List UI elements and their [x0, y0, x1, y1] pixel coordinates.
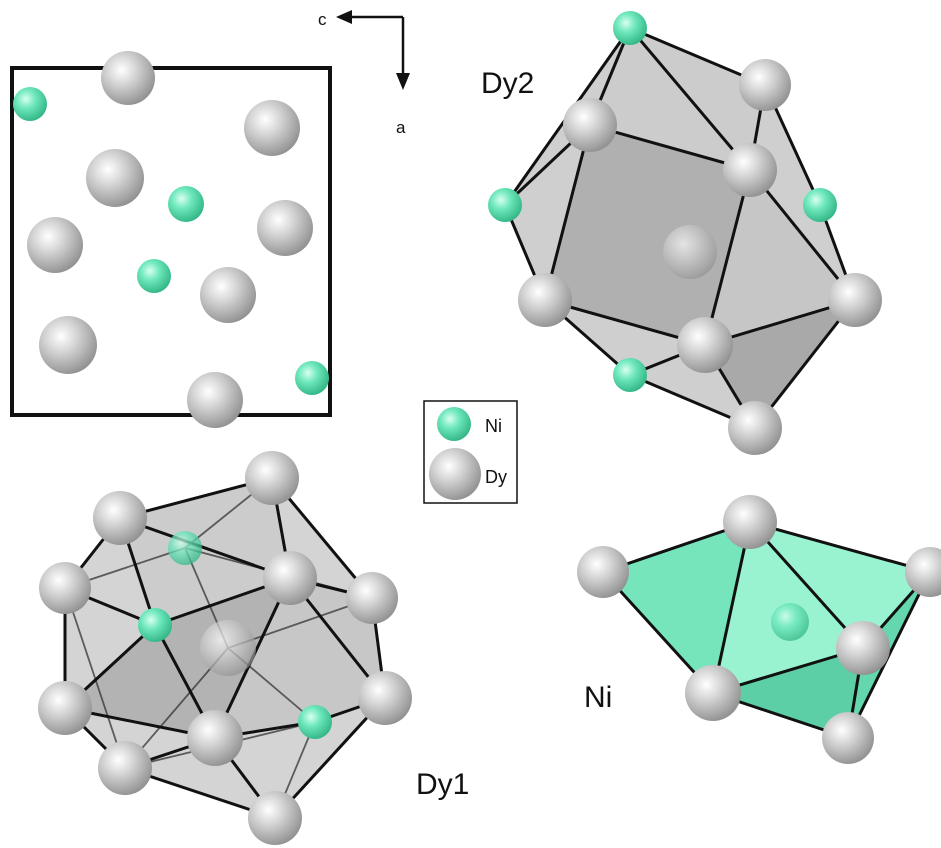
- unit-cell-frame: [10, 66, 332, 417]
- ni-atom: [168, 186, 204, 222]
- dy-atom: [905, 547, 941, 597]
- dy-atom: [39, 316, 97, 374]
- dy-atom: [563, 98, 617, 152]
- ni-face: [713, 648, 863, 738]
- dy-atom: [822, 712, 874, 764]
- dy-atom: [828, 273, 882, 327]
- dy-atom: [98, 741, 152, 795]
- ni-label: Ni: [584, 681, 612, 714]
- ni-atom: [613, 11, 647, 45]
- legend-dy-swatch: [429, 448, 481, 500]
- dy-atom: [93, 491, 147, 545]
- dy-atom: [685, 665, 741, 721]
- dy1-polyhedron: Dy1: [38, 451, 469, 845]
- dy-atom: [739, 59, 791, 111]
- ni-atom: [138, 608, 172, 642]
- dy-atom: [187, 710, 243, 766]
- dy1-face: [215, 578, 385, 738]
- axis-a-label: a: [396, 118, 406, 137]
- unit-cell-atoms: [13, 51, 329, 428]
- dy-atom: [39, 562, 91, 614]
- dy-atom: [245, 451, 299, 505]
- dy-atom: [358, 671, 412, 725]
- dy-atom: [248, 791, 302, 845]
- axis-c-label: c: [318, 10, 327, 29]
- dy-atom: [101, 51, 155, 105]
- ni-center-atom: [771, 603, 809, 641]
- axis-c-arrowhead: [336, 10, 352, 24]
- ni-atom: [137, 259, 171, 293]
- dy-atom: [723, 143, 777, 197]
- dy2-face: [705, 170, 855, 345]
- dy-atom: [244, 100, 300, 156]
- dy2-face: [705, 300, 855, 428]
- dy-atom: [836, 621, 890, 675]
- axis-a-arrowhead: [396, 73, 410, 90]
- dy-atom: [187, 372, 243, 428]
- dy-atom: [86, 149, 144, 207]
- ni-atom: [488, 188, 522, 222]
- dy1-face: [120, 478, 290, 625]
- dy2-center-atom: [663, 225, 717, 279]
- dy-atom: [518, 273, 572, 327]
- legend-ni-label: Ni: [485, 416, 502, 436]
- dy-atom: [346, 572, 398, 624]
- dy1-center-atom: [200, 620, 256, 676]
- dy-atom: [263, 551, 317, 605]
- legend-ni-swatch: [437, 407, 471, 441]
- dy2-face: [545, 125, 750, 345]
- ni-atom: [295, 361, 329, 395]
- dy2-polyhedron: Dy2: [481, 11, 882, 455]
- dy-atom: [200, 267, 256, 323]
- dy2-label: Dy2: [481, 67, 534, 100]
- ni-atom: [298, 705, 332, 739]
- legend: Ni Dy: [423, 400, 518, 504]
- ni-atom: [803, 188, 837, 222]
- axis-indicator: c a: [318, 10, 410, 137]
- ni-face: [603, 522, 750, 693]
- ni-atom: [613, 358, 647, 392]
- dy-atom: [677, 317, 733, 373]
- dy-atom: [728, 401, 782, 455]
- dy-atom: [257, 200, 313, 256]
- ni-polyhedron: Ni: [577, 495, 941, 764]
- dy-atom: [723, 495, 777, 549]
- legend-dy-label: Dy: [485, 467, 507, 487]
- dy-atom: [38, 681, 92, 735]
- dy1-label: Dy1: [416, 768, 469, 801]
- dy-atom: [27, 217, 83, 273]
- ni-face: [713, 522, 930, 693]
- ni-atom: [168, 531, 202, 565]
- ni-atom: [13, 87, 47, 121]
- dy-atom: [577, 546, 629, 598]
- unit-cell-panel: [10, 51, 332, 428]
